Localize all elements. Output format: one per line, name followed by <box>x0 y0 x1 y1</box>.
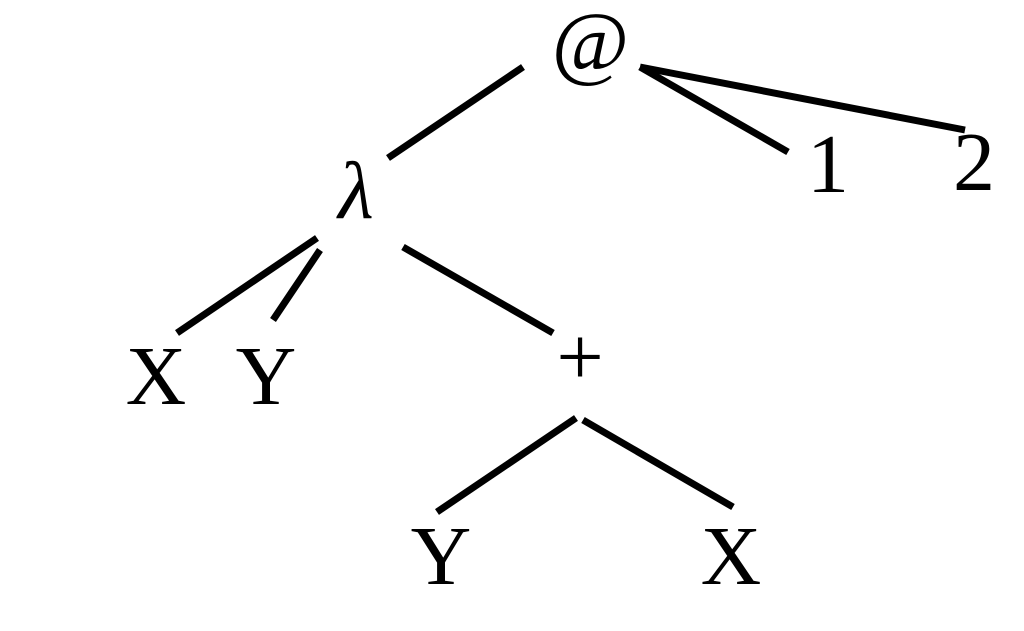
node-lambda-label: λ <box>336 145 374 236</box>
edge-plus-body-x <box>581 416 735 511</box>
node-param-y-label: Y <box>236 330 297 423</box>
node-param-x-label: X <box>126 330 187 423</box>
edge-plus-body-y <box>435 415 578 515</box>
node-root-label: @ <box>551 0 628 89</box>
edge-root-arg1 <box>638 63 790 156</box>
node-plus-label: + <box>556 311 603 404</box>
edge-root-lambda <box>386 64 525 161</box>
edge-lambda-param-y <box>270 248 323 322</box>
edge-lambda-plus <box>401 243 555 337</box>
edge-lambda-param-x <box>175 235 319 336</box>
node-arg2-label: 2 <box>953 116 995 209</box>
tree-nodes: @ λ 1 2 X Y + Y X <box>126 0 995 603</box>
tree-edges <box>175 63 966 515</box>
node-arg1-label: 1 <box>807 118 849 211</box>
node-body-x-label: X <box>701 510 762 603</box>
node-body-y-label: Y <box>411 510 472 603</box>
edge-root-arg2 <box>639 63 966 134</box>
